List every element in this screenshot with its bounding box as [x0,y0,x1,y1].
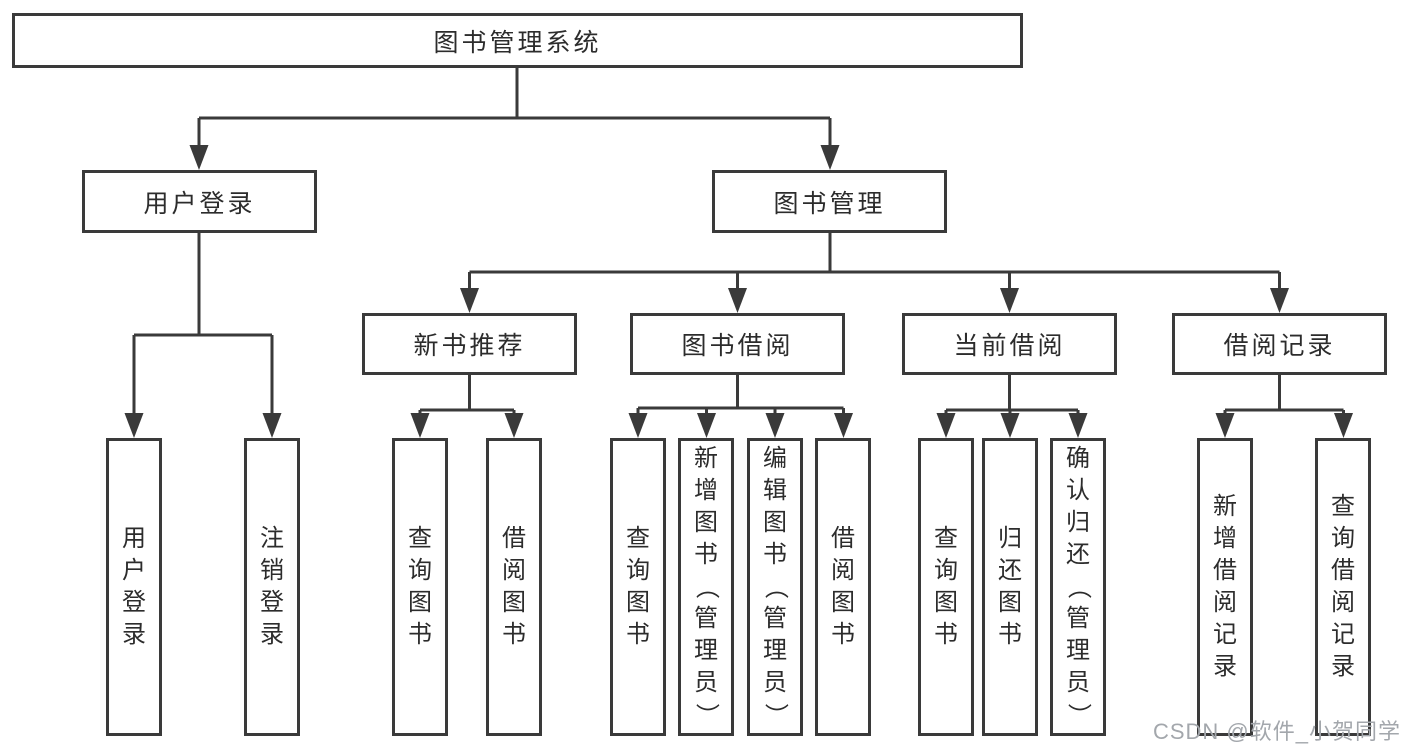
leaf-return-books: 归还图书 [982,438,1038,736]
leaf-query-books-recommend: 查询图书 [392,438,448,736]
node-label: 新增借阅记录 [1213,493,1237,680]
node-library-management-system: 图书管理系统 [12,13,1023,68]
node-label: 新书推荐 [413,332,526,360]
leaf-user-login: 用户登录 [106,438,162,736]
node-user-login: 用户登录 [82,170,317,233]
node-label: 图书借阅 [681,332,794,360]
leaf-query-books-current: 查询图书 [918,438,974,736]
node-label: 图书管理系统 [433,28,602,57]
node-label: 注销登录 [260,525,284,648]
node-label: 用户登录 [143,189,256,218]
node-label: 查询图书 [408,525,432,648]
leaf-borrow-books-recommend: 借阅图书 [486,438,542,736]
leaf-query-books-borrow: 查询图书 [610,438,666,736]
node-label: 借阅记录 [1223,332,1336,360]
node-new-book-recommendation: 新书推荐 [362,313,577,375]
node-label: 用户登录 [122,525,146,648]
node-label: 借阅图书 [502,525,526,648]
node-label: 归还图书 [998,525,1022,648]
leaf-logout: 注销登录 [244,438,300,736]
node-current-borrowing: 当前借阅 [902,313,1117,375]
node-label: 当前借阅 [953,332,1066,360]
leaf-query-borrow-record: 查询借阅记录 [1315,438,1371,736]
node-label: 查询图书 [626,525,650,648]
node-label: 编辑图书（管理员） [762,445,789,728]
leaf-borrow-books: 借阅图书 [815,438,871,736]
leaf-edit-book-admin: 编辑图书（管理员） [747,438,803,736]
node-label: 确认归还（管理员） [1065,445,1092,728]
leaf-confirm-return-admin: 确认归还（管理员） [1050,438,1106,736]
node-book-management: 图书管理 [712,170,947,233]
leaf-add-borrow-record: 新增借阅记录 [1197,438,1253,736]
node-borrowing-records: 借阅记录 [1172,313,1387,375]
node-book-borrowing: 图书借阅 [630,313,845,375]
node-label: 查询借阅记录 [1331,493,1355,680]
leaf-add-book-admin: 新增图书（管理员） [678,438,734,736]
node-label: 借阅图书 [831,525,855,648]
node-label: 新增图书（管理员） [693,445,720,728]
node-label: 图书管理 [773,189,886,218]
node-label: 查询图书 [934,525,958,648]
